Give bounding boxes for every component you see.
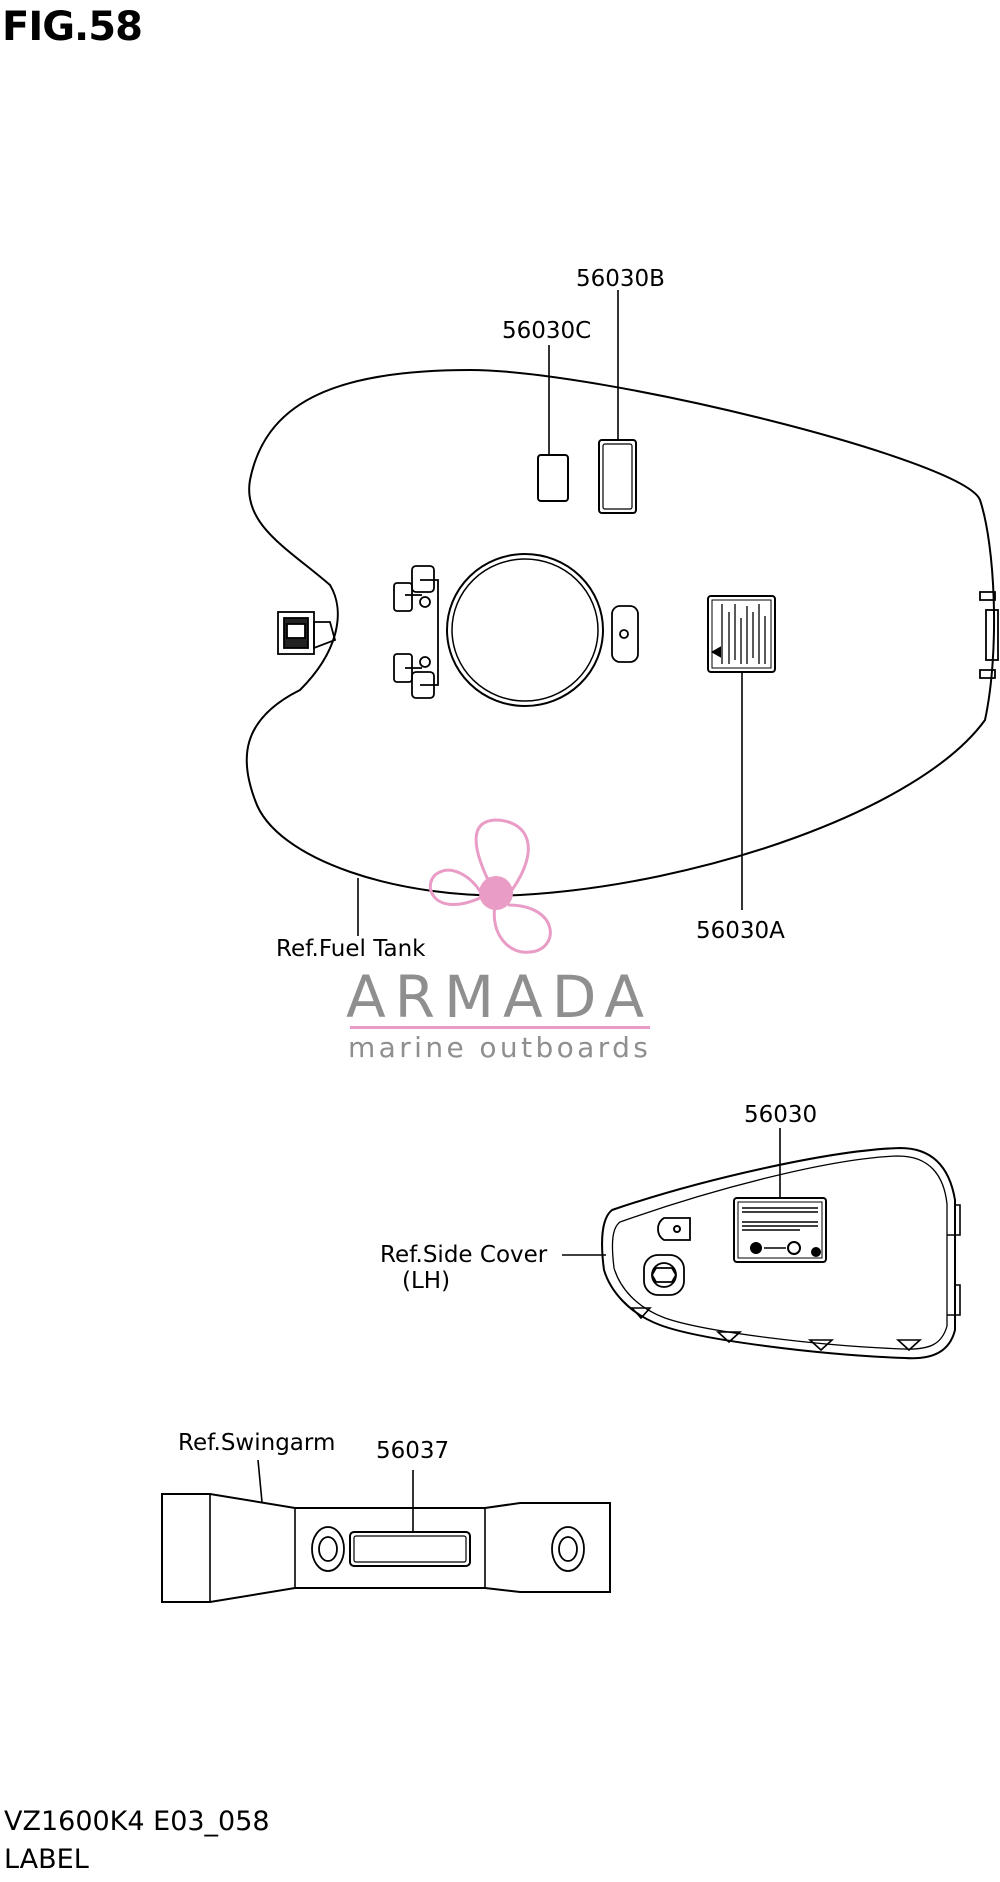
part-label-56037: 56037	[376, 1438, 450, 1464]
side-cover-drawing	[562, 1128, 961, 1360]
ref-label-side-cover: Ref.Side Cover	[380, 1242, 548, 1268]
tank-rear-clip	[277, 611, 337, 655]
part-label-56030b: 56030B	[576, 266, 665, 292]
ref-label-fuel-tank: Ref.Fuel Tank	[276, 936, 426, 962]
fuel-cap-ring	[446, 553, 604, 707]
part-label-56030a: 56030A	[696, 918, 785, 944]
side-cover-clips	[630, 1307, 923, 1352]
part-label-56030: 56030	[744, 1102, 818, 1128]
fuel-tank-drawing	[245, 290, 999, 936]
side-cover-outline	[601, 1146, 956, 1360]
side-cover-grommet	[643, 1254, 685, 1296]
part-label-56030c: 56030C	[502, 318, 592, 344]
label-56037-shape	[349, 1531, 471, 1567]
swingarm-bolts	[311, 1526, 585, 1572]
label-56030c-shape	[537, 454, 569, 502]
swingarm-drawing	[161, 1459, 611, 1603]
label-56030a-shape	[707, 595, 776, 673]
label-56030b-shape	[598, 439, 637, 514]
watermark-divider	[350, 1026, 650, 1029]
tank-front-lugs	[979, 591, 999, 679]
tank-bracket	[393, 565, 439, 699]
tank-mount	[611, 605, 639, 663]
watermark-tagline: marine outboards	[348, 1031, 652, 1064]
swingarm-leader-lines	[257, 1459, 414, 1532]
label-56030-shape	[733, 1197, 827, 1263]
watermark-name: ARMADA	[346, 963, 654, 1031]
watermark-propeller-logo	[429, 818, 552, 954]
footer-model-code: VZ1600K4 E03_058	[4, 1806, 270, 1837]
swingarm-outline	[161, 1493, 611, 1603]
ref-label-side-cover-lh: (LH)	[402, 1268, 451, 1294]
fuel-tank-leader-lines	[357, 290, 743, 936]
fuel-tank-outline	[245, 368, 996, 897]
figure-title: FIG.58	[2, 4, 143, 50]
ref-label-swingarm: Ref.Swingarm	[178, 1430, 336, 1456]
side-cover-tab	[657, 1217, 691, 1241]
side-cover-leader-lines	[562, 1128, 781, 1256]
footer-section-title: LABEL	[4, 1844, 89, 1875]
